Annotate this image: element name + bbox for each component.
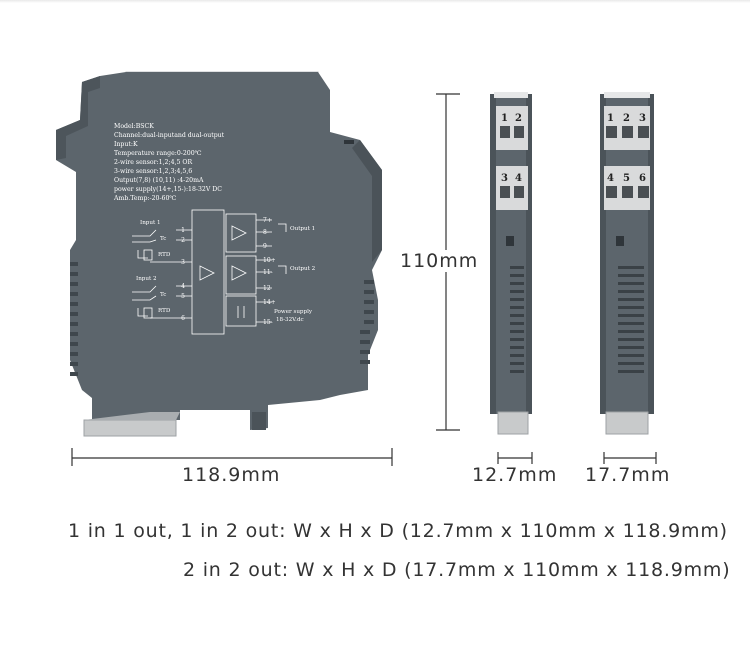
svg-text:8-: 8- <box>263 229 269 236</box>
label-temp-range: Temperature range:0-200℃ <box>114 150 202 157</box>
narrow-width-label: 12.7mm <box>472 464 558 486</box>
label-amb-temp: Amb.Temp:-20-60℃ <box>113 195 176 202</box>
wiring-tc1: Tc <box>160 236 166 242</box>
right-terminal-numbers: 7+ 8- 9 10+ 11- 12 14+ 15- <box>263 217 276 326</box>
spec-line-2: 2 in 2 out: W x H x D (17.7mm x 110mm x … <box>183 559 731 581</box>
wiring-power-voltage: 18-32V.dc <box>276 317 304 323</box>
narrow-terminal-1: 1 <box>501 113 508 124</box>
depth-dimension-line <box>71 448 393 466</box>
wide-terminal-3: 3 <box>639 113 646 124</box>
narrow-module: 1 2 3 4 <box>490 92 532 435</box>
label-channel: Channel:dual-inputand dual-output <box>114 132 225 139</box>
narrow-terminal-4: 4 <box>515 173 522 184</box>
svg-text:6: 6 <box>181 315 185 322</box>
label-power: power supply(14+,15-):18-32V DC <box>114 186 222 193</box>
wiring-rtd1: RTD <box>158 252 171 258</box>
wiring-tc2: Tc <box>160 292 166 298</box>
wide-terminal-4: 4 <box>607 173 614 184</box>
wide-terminal-5: 5 <box>623 173 630 184</box>
wide-terminal-6: 6 <box>639 173 646 184</box>
wiring-input1: Input 1 <box>140 220 161 226</box>
label-output: Output(7,8) (10,11) :4-20mA <box>114 177 204 184</box>
wide-terminal-1: 1 <box>607 113 614 124</box>
narrow-terminal-3: 3 <box>501 173 508 184</box>
wiring-output2: Output 2 <box>290 266 316 272</box>
label-2wire: 2-wire sensor:1,2;4,5 OR <box>114 159 192 166</box>
svg-text:7+: 7+ <box>263 217 272 224</box>
wiring-diagram <box>132 209 287 335</box>
svg-text:10+: 10+ <box>263 257 276 264</box>
wide-width-dimension-line <box>603 452 657 464</box>
label-3wire: 3-wire sensor:1,2,3;4,5,6 <box>114 168 192 175</box>
wiring-input2: Input 2 <box>136 276 157 282</box>
top-edge-shadow <box>0 0 750 3</box>
wiring-rtd2: RTD <box>158 308 171 314</box>
narrow-terminal-2: 2 <box>515 113 522 124</box>
svg-text:4: 4 <box>181 283 185 290</box>
wide-width-label: 17.7mm <box>585 464 671 486</box>
svg-text:5: 5 <box>181 293 185 300</box>
left-terminal-numbers: 1 2 3 4 5 6 <box>181 227 185 322</box>
svg-text:15-: 15- <box>263 319 273 326</box>
depth-label: 118.9mm <box>182 464 281 486</box>
wide-terminal-2: 2 <box>623 113 630 124</box>
label-model: Model:BSCK <box>114 123 154 130</box>
svg-text:3: 3 <box>181 259 185 266</box>
narrow-width-dimension-line <box>497 452 533 464</box>
svg-text:12: 12 <box>263 285 271 292</box>
svg-text:11-: 11- <box>263 269 273 276</box>
height-label: 110mm <box>398 250 481 272</box>
side-view-module: Model:BSCK Channel:dual-inputand dual-ou… <box>56 71 382 437</box>
svg-text:2: 2 <box>181 237 185 244</box>
svg-text:9: 9 <box>263 243 267 250</box>
wiring-output1: Output 1 <box>290 226 315 232</box>
svg-text:1: 1 <box>181 227 185 234</box>
label-input: Input:K <box>114 141 138 148</box>
wiring-power-supply: Power supply <box>274 309 313 315</box>
side-housing <box>56 72 382 430</box>
wide-module: 1 2 3 4 5 6 <box>600 92 654 435</box>
spec-line-1: 1 in 1 out, 1 in 2 out: W x H x D (12.7m… <box>68 520 728 542</box>
svg-text:14+: 14+ <box>263 299 276 306</box>
